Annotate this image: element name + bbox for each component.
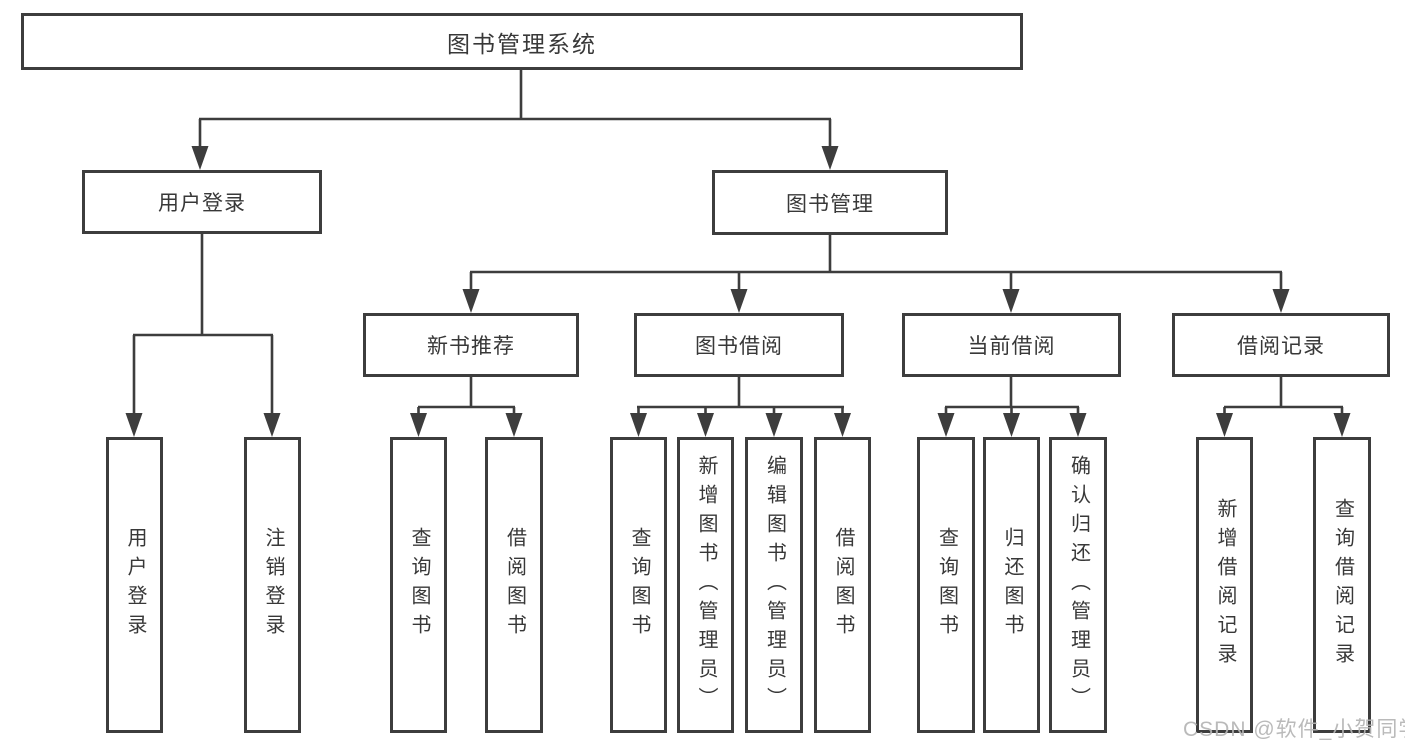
- leaf-query-books-recommend: 查询图书: [390, 437, 447, 733]
- leaf-confirm-return-admin: 确认归还（管理员）: [1049, 437, 1107, 733]
- leaf-borrow-books-recommend: 借阅图书: [485, 437, 543, 733]
- node-current-borrowing: 当前借阅: [902, 313, 1121, 377]
- node-library-management-system: 图书管理系统: [21, 13, 1023, 70]
- leaf-query-books-borrow-label: 查询图书: [628, 527, 650, 643]
- leaf-add-borrow-record: 新增借阅记录: [1196, 437, 1253, 733]
- leaf-borrow-books: 借阅图书: [814, 437, 871, 733]
- node-borrowing-records: 借阅记录: [1172, 313, 1390, 377]
- leaf-borrow-books-label: 借阅图书: [832, 527, 854, 643]
- node-book-management: 图书管理: [712, 170, 948, 235]
- leaf-query-borrow-record: 查询借阅记录: [1313, 437, 1371, 733]
- leaf-query-books-current: 查询图书: [917, 437, 975, 733]
- leaf-edit-books-admin-label: 编辑图书（管理员）: [763, 454, 786, 716]
- node-book-borrowing: 图书借阅: [634, 313, 844, 377]
- leaf-query-books-current-label: 查询图书: [935, 527, 958, 643]
- node-user-login: 用户登录: [82, 170, 322, 234]
- leaf-add-books-admin-label: 新增图书（管理员）: [695, 454, 717, 716]
- leaf-return-books-label: 归还图书: [1001, 527, 1023, 643]
- leaf-add-borrow-record-label: 新增借阅记录: [1214, 498, 1236, 672]
- leaf-query-books-recommend-label: 查询图书: [408, 527, 430, 643]
- leaf-borrow-books-recommend-label: 借阅图书: [503, 527, 526, 643]
- node-new-book-recommendation: 新书推荐: [363, 313, 579, 377]
- leaf-return-books: 归还图书: [983, 437, 1040, 733]
- csdn-watermark: CSDN @软件_小贺同学: [1183, 718, 1405, 741]
- arrowheads: [125, 146, 1351, 437]
- leaf-query-borrow-record-label: 查询借阅记录: [1331, 498, 1354, 672]
- leaf-user-login: 用户登录: [106, 437, 163, 733]
- leaf-edit-books-admin: 编辑图书（管理员）: [745, 437, 803, 733]
- leaf-logout-login: 注销登录: [244, 437, 301, 733]
- leaf-query-books-borrow: 查询图书: [610, 437, 667, 733]
- leaf-add-books-admin: 新增图书（管理员）: [677, 437, 734, 733]
- leaf-confirm-return-admin-label: 确认归还（管理员）: [1067, 454, 1090, 716]
- leaf-logout-login-label: 注销登录: [262, 527, 284, 643]
- leaf-user-login-label: 用户登录: [124, 527, 146, 643]
